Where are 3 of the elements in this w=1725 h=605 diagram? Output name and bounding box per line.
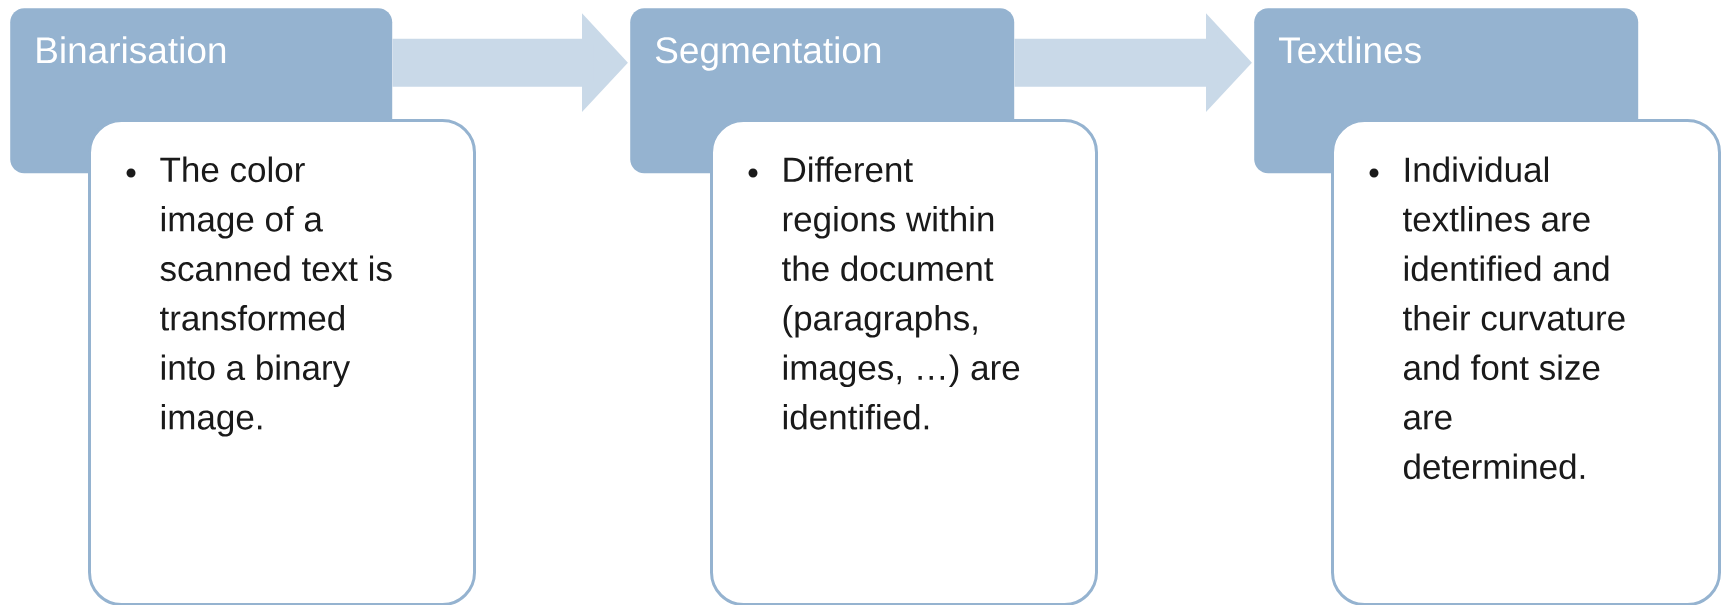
text-box: Individual textlines are identified and their curvature and font size are determined. — [1331, 119, 1721, 605]
text-box: The color image of a scanned text is transformed into a binary image. — [88, 119, 476, 605]
text-box: Different regions within the document (paragraphs, images, …) are identified. — [710, 119, 1098, 605]
